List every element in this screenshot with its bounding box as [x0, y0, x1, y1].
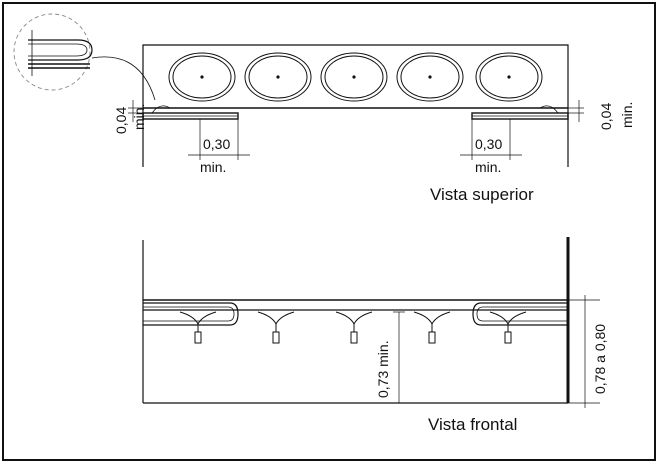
- top-view-labels: 0,04 min. 0,04 min. 0,30 min. 0,30 min. …: [113, 102, 635, 204]
- detail-callout: [13, 13, 91, 91]
- sink-basin-icon: [320, 52, 388, 102]
- right-gap-unit: min.: [619, 102, 635, 128]
- callout-leader: [91, 56, 156, 101]
- right-gap-value: 0,04: [598, 103, 614, 130]
- front-view: [142, 237, 600, 408]
- front-view-labels: 0,73 min. 0,78 a 0,80 Vista frontal: [375, 324, 608, 434]
- top-view: [13, 13, 584, 167]
- faucet-icon: [489, 311, 527, 344]
- countertop-outline: [142, 44, 569, 167]
- sink-basin-icon: [168, 52, 236, 102]
- right-ext-unit: min.: [475, 159, 501, 175]
- grab-bar-right-front: [472, 302, 568, 326]
- sink-basin-icon: [244, 52, 312, 102]
- left-ext-value: 0,30: [203, 136, 230, 152]
- left-gap-value: 0,04: [113, 107, 129, 134]
- front-view-title: Vista frontal: [428, 415, 517, 434]
- top-view-title: Vista superior: [430, 185, 534, 204]
- grab-bar-left-front: [143, 302, 239, 326]
- faucet-icon: [413, 311, 451, 344]
- faucet-icon: [335, 311, 373, 344]
- sink-basin-icon: [396, 52, 464, 102]
- diagram-frame: [2, 2, 656, 461]
- bar-height-label: 0,78 a 0,80: [592, 324, 608, 394]
- right-ext-value: 0,30: [475, 136, 502, 152]
- faucet-icon: [179, 311, 217, 344]
- left-ext-unit: min.: [200, 159, 226, 175]
- faucet-icon: [257, 311, 295, 344]
- sink-basin-icon: [475, 52, 543, 102]
- faucet-height-label: 0,73 min.: [375, 340, 391, 398]
- left-gap-unit: min.: [131, 104, 147, 130]
